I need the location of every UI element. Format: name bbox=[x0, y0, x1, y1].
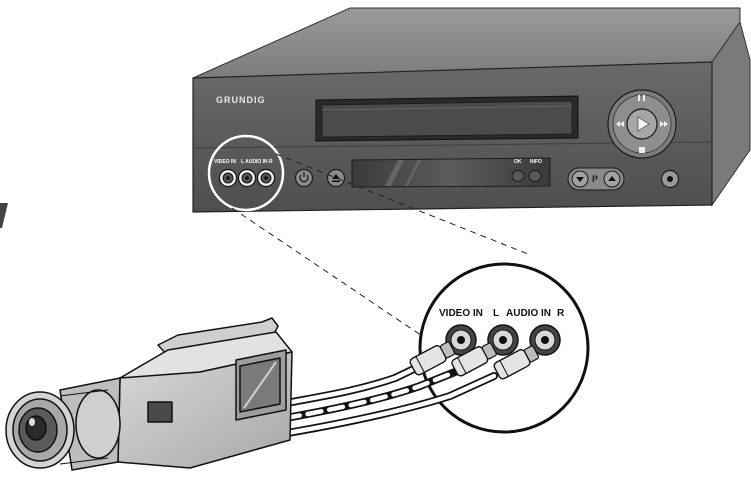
program-label: P bbox=[592, 174, 598, 184]
vcr: GRUNDIG VIDEO IN L AUDIO IN R bbox=[193, 8, 750, 212]
program-up-button[interactable] bbox=[604, 171, 620, 187]
stop-icon bbox=[639, 147, 645, 153]
front-video-in-label: VIDEO IN bbox=[214, 159, 236, 165]
zoom-audio-l-label: L bbox=[493, 308, 499, 319]
play-button[interactable] bbox=[627, 109, 657, 139]
zoom-audio-in-label: AUDIO IN bbox=[506, 308, 551, 319]
front-audio-l-jack[interactable] bbox=[239, 170, 256, 187]
stop-button[interactable] bbox=[639, 147, 645, 153]
ok-button[interactable] bbox=[512, 171, 524, 182]
front-audio-r-jack[interactable] bbox=[258, 170, 275, 187]
zoom-video-in-label: VIDEO IN bbox=[439, 308, 483, 319]
camcorder-vent bbox=[148, 402, 172, 422]
record-button[interactable] bbox=[662, 171, 679, 188]
left-edge-mark bbox=[0, 203, 8, 228]
info-button[interactable] bbox=[529, 171, 541, 182]
front-audio-in-label: L AUDIO IN R bbox=[241, 159, 273, 165]
program-buttons: P bbox=[568, 168, 624, 190]
transport-controls bbox=[608, 90, 676, 158]
power-button[interactable] bbox=[296, 170, 313, 187]
ok-label: OK bbox=[514, 159, 522, 165]
eject-button[interactable] bbox=[328, 170, 345, 187]
record-icon bbox=[667, 176, 673, 182]
brand-logo: GRUNDIG bbox=[216, 95, 266, 105]
info-label: INFO bbox=[530, 159, 542, 165]
cassette-slot[interactable] bbox=[316, 96, 578, 141]
program-down-button[interactable] bbox=[572, 171, 588, 187]
front-video-in-jack[interactable] bbox=[220, 170, 237, 187]
camcorder bbox=[6, 318, 292, 470]
zoom-audio-r-label: R bbox=[557, 308, 565, 319]
